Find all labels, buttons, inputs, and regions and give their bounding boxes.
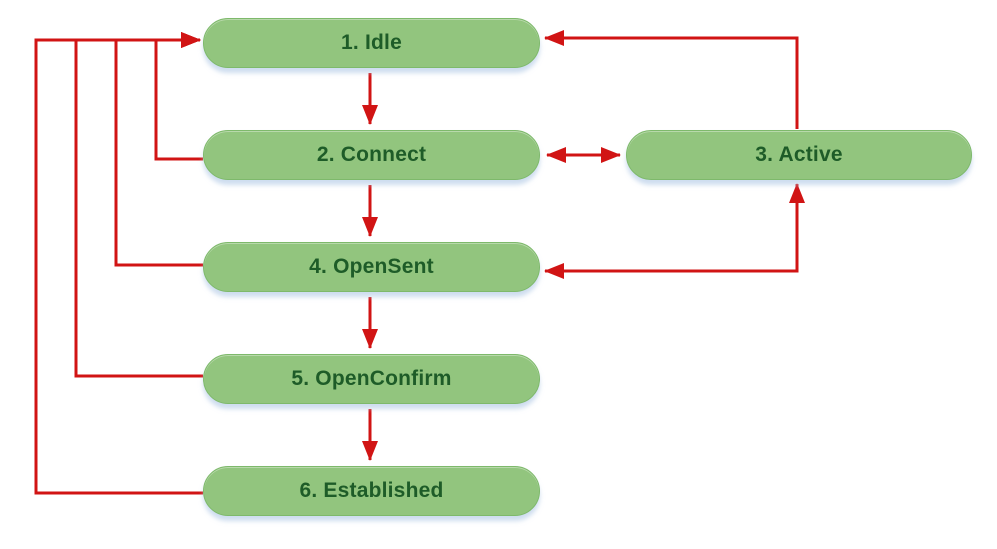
edge-opensent-to-idle [114, 32, 203, 267]
state-node-opensent: 4. OpenSent [203, 242, 540, 292]
state-node-openconfirm: 5. OpenConfirm [203, 354, 540, 404]
state-node-idle: 1. Idle [203, 18, 540, 68]
edge-connect-to-idle [154, 32, 203, 161]
state-node-connect: 2. Connect [203, 130, 540, 180]
edges-group [34, 30, 805, 495]
state-node-label: 3. Active [755, 143, 843, 166]
edge-openconfirm-to-idle [74, 32, 203, 378]
state-node-label: 2. Connect [316, 143, 427, 166]
state-node-label: 1. Idle [341, 31, 402, 54]
edge-established-to-idle [34, 32, 203, 495]
state-node-label: 5. OpenConfirm [291, 367, 452, 390]
state-node-label: 6. Established [299, 479, 444, 502]
state-node-established: 6. Established [203, 466, 540, 516]
edge-active-to-idle [544, 30, 799, 129]
state-node-label: 4. OpenSent [309, 255, 434, 278]
state-node-active: 3. Active [626, 130, 972, 180]
edge-opensent-active-bidirectional [544, 183, 805, 279]
